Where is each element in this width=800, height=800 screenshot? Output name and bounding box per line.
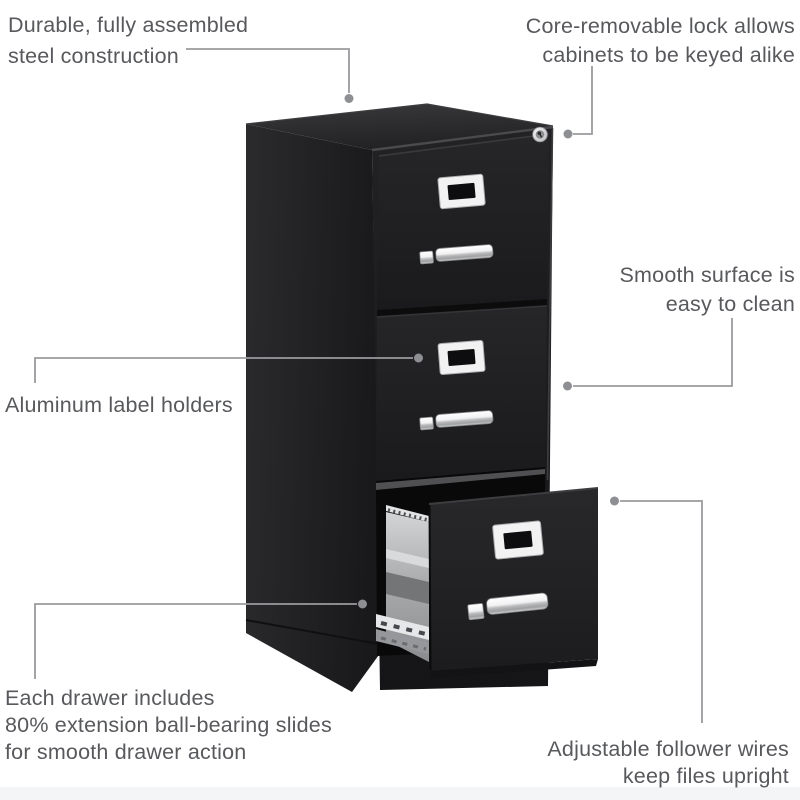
callout-follower-wires: Adjustable follower wires keep files upr… — [547, 736, 789, 790]
callout-text-line: keep files upright — [622, 764, 789, 788]
open-drawer-bottom-edge — [430, 659, 598, 678]
callout-text-line: Aluminum label holders — [5, 393, 233, 417]
base-seam — [245, 619, 380, 645]
callout-leader-lines — [34, 48, 733, 723]
callout-dot-surface — [563, 381, 572, 391]
front-right-edge — [546, 127, 554, 481]
label-holder — [437, 339, 486, 376]
callout-dot-slides — [358, 599, 367, 609]
top-drawer-top-edge — [378, 133, 550, 157]
top-front-edge — [371, 125, 554, 152]
top-drawer — [377, 133, 550, 316]
open-bottom-drawer — [376, 467, 599, 678]
leader-line-lock — [573, 66, 593, 135]
callout-text-line: for smooth drawer action — [5, 740, 247, 764]
callout-smooth-surface: Smooth surface is easy to clean — [620, 261, 795, 319]
ball-bearing-slides — [376, 505, 429, 662]
label-holder — [492, 520, 544, 560]
callout-text-line: Core-removable lock allows — [525, 14, 795, 38]
callout-dot-follower-wires — [610, 496, 619, 506]
callout-ball-bearing-slides: Each drawer includes 80% extension ball-… — [5, 685, 332, 766]
leader-line-slides — [34, 603, 357, 679]
callout-text-line: 80% extension ball-bearing slides — [5, 713, 332, 737]
leader-line-steel — [186, 48, 350, 93]
slide-shadow-band — [386, 572, 429, 604]
callout-text-line: Durable, fully assembled — [8, 13, 249, 37]
hanging-file-rail — [386, 505, 429, 522]
callout-aluminum-label-holders: Aluminum label holders — [5, 391, 233, 420]
callout-text-line: steel construction — [8, 44, 179, 68]
floor-strip — [0, 787, 800, 800]
open-drawer-left-edge — [428, 504, 432, 671]
label-holder — [437, 173, 486, 210]
leader-line-follower-wires — [620, 500, 703, 723]
cavity-inner-lip — [376, 469, 545, 490]
top-drawer-front — [377, 134, 549, 310]
leader-line-label-holders — [34, 357, 413, 383]
callout-dot-label-holders — [414, 353, 423, 363]
callout-dots — [344, 94, 619, 609]
telescoping-rail-upper — [376, 614, 429, 640]
middle-drawer-top-edge — [376, 305, 548, 318]
file-rail-clips — [387, 508, 429, 522]
cabinet-top — [246, 104, 553, 150]
callout-text-line: cabinets to be keyed alike — [542, 43, 795, 67]
callout-text-line: easy to clean — [665, 292, 795, 316]
file-top-highlight — [386, 549, 429, 568]
open-drawer-front — [429, 488, 598, 671]
middle-drawer-front — [376, 306, 547, 481]
callout-dot-steel — [344, 94, 354, 103]
callout-steel-construction: Durable, fully assembled steel construct… — [8, 10, 248, 72]
top-back-edge — [245, 103, 554, 127]
middle-drawer — [376, 305, 548, 481]
callout-dot-lock — [563, 129, 573, 139]
callout-text-line: Adjustable follower wires — [547, 737, 789, 761]
drawer-handle — [467, 592, 549, 621]
drawer-handle — [419, 410, 494, 431]
callout-text-line: Each drawer includes — [5, 686, 215, 710]
drawer-handle — [419, 244, 494, 265]
cabinet-side-panel — [246, 124, 381, 692]
callout-text-line: Smooth surface is — [619, 263, 795, 287]
rail-slots-lower — [380, 636, 427, 651]
callout-core-removable-lock: Core-removable lock allows cabinets to b… — [526, 12, 795, 70]
lock-icon — [532, 126, 548, 143]
drawer-gap-1 — [377, 299, 547, 316]
open-drawer-top-edge — [428, 487, 599, 505]
leader-line-surface — [573, 318, 733, 387]
